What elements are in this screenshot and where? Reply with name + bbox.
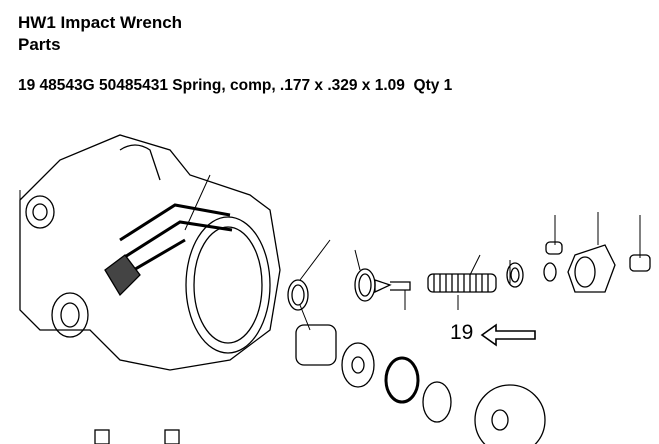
parts-drawing — [94, 241, 651, 444]
callout-number: 19 — [450, 321, 474, 344]
spring-19 — [427, 273, 497, 293]
document-title: HW1 Impact Wrench — [18, 13, 183, 32]
part-description: 19 48543G 50485431 Spring, comp, .177 x … — [18, 77, 453, 94]
housing-drawing — [19, 134, 281, 371]
arrow-left-icon — [480, 323, 536, 347]
document-subtitle: Parts — [18, 35, 61, 54]
